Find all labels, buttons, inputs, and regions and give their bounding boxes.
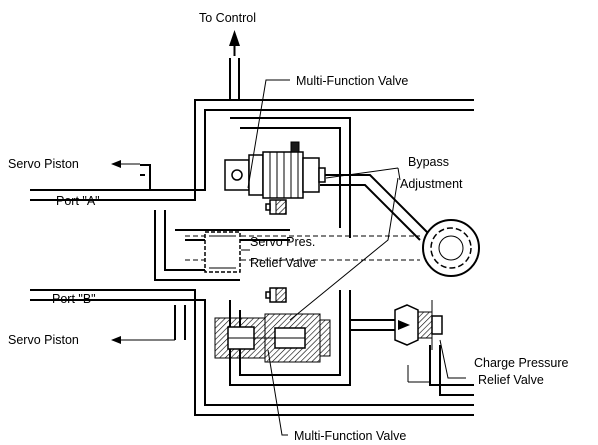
bypass-label-line1: Bypass (408, 155, 449, 169)
servo-relief-block (204, 231, 241, 273)
charge-pressure-relief-valve (394, 300, 443, 383)
dashed-lines (185, 235, 420, 261)
servo-piston-top-lines (111, 160, 151, 190)
servo-relief-label-line2: Relief Valve (250, 256, 316, 270)
multi-function-valve-bottom-label: Multi-Function Valve (294, 429, 406, 443)
port-a-label: Port "A" (56, 194, 100, 208)
servo-piston-bottom-lines (111, 305, 186, 344)
port-b-label: Port "B" (52, 292, 96, 306)
multi-function-valve-top-label: Multi-Function Valve (296, 74, 408, 88)
to-control-line (229, 30, 240, 100)
multi-function-valve-top (224, 141, 326, 199)
up-arrow-icon (229, 30, 240, 46)
multi-function-valve-bottom (214, 313, 331, 363)
pump-gear (422, 219, 480, 277)
check-valve-upper (265, 199, 287, 215)
housing-passages (30, 99, 474, 416)
servo-piston-top-label: Servo Piston (8, 157, 79, 171)
to-control-label: To Control (199, 11, 256, 25)
bypass-label-line2: Adjustment (400, 177, 463, 191)
servo-relief-label-line1: Servo Pres. (250, 235, 315, 249)
charge-relief-label-line2: Relief Valve (478, 373, 544, 387)
bypass-passage (320, 174, 431, 241)
leader-lines (241, 79, 466, 436)
servo-piston-bottom-label: Servo Piston (8, 333, 79, 347)
charge-relief-label-line1: Charge Pressure (474, 356, 569, 370)
check-valve-lower (265, 287, 287, 303)
